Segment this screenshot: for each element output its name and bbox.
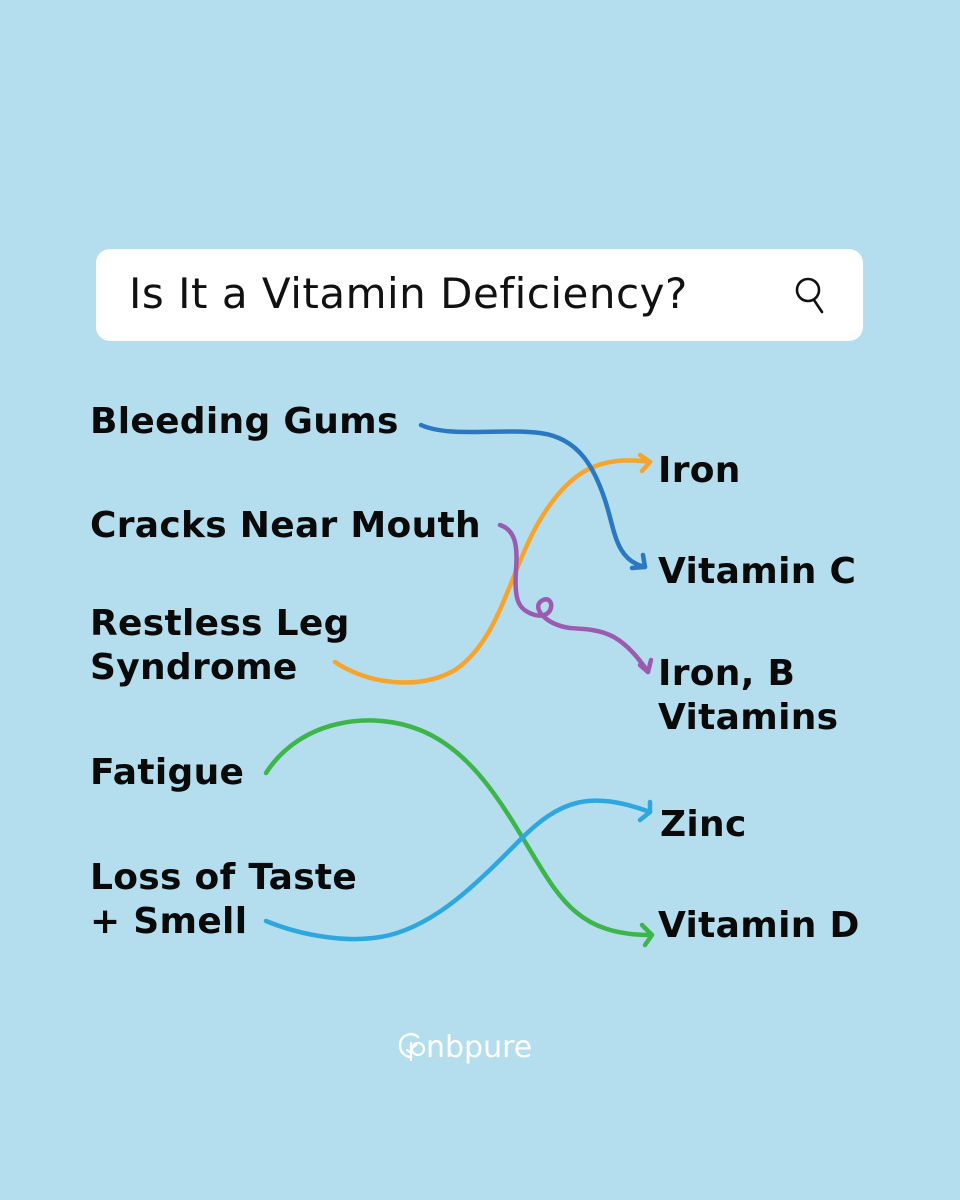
deficiency-vitamin-d: Vitamin D: [658, 905, 860, 946]
brand-name: nbpure: [426, 1030, 533, 1065]
search-bar[interactable]: Is It a Vitamin Deficiency?: [96, 249, 863, 341]
search-title: Is It a Vitamin Deficiency?: [129, 269, 688, 318]
leaf-drop-icon: [396, 1031, 426, 1063]
symptom-fatigue: Fatigue: [90, 752, 245, 793]
arrow-restless-leg-to-iron: [332, 458, 653, 685]
deficiency-iron-b-vitamins: Iron, B Vitamins: [658, 653, 839, 738]
symptom-loss-of-taste-smell: Loss of Taste + Smell: [90, 857, 358, 942]
deficiency-iron: Iron: [658, 450, 741, 491]
arrow-cracks-to-iron-b: [497, 522, 651, 675]
symptom-bleeding-gums: Bleeding Gums: [90, 401, 399, 442]
deficiency-zinc: Zinc: [660, 804, 747, 845]
symptom-cracks-near-mouth: Cracks Near Mouth: [90, 505, 481, 546]
symptom-restless-leg-syndrome: Restless Leg Syndrome: [90, 603, 350, 688]
deficiency-vitamin-c: Vitamin C: [658, 551, 857, 592]
brand-logo: nbpure: [396, 1030, 532, 1065]
search-icon[interactable]: [794, 276, 830, 316]
